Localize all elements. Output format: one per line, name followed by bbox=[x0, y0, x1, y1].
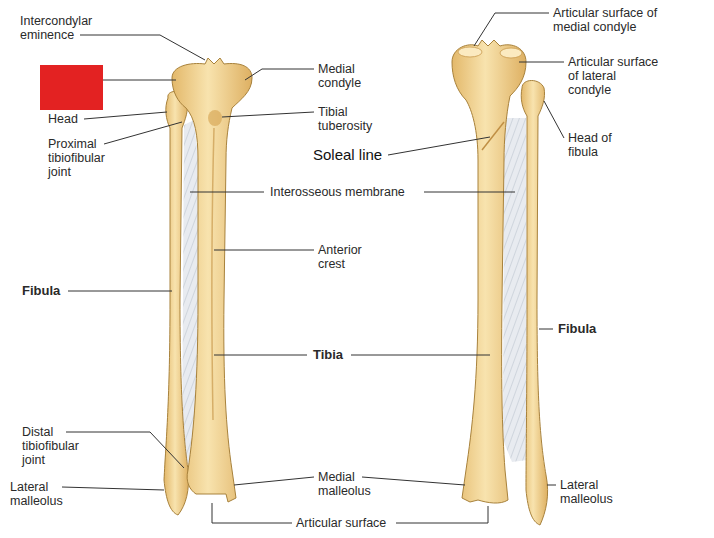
part-label: Articular surface of medial condyle bbox=[553, 6, 665, 34]
tibial-tuberosity-shape bbox=[208, 110, 222, 126]
leader-line bbox=[351, 355, 490, 356]
part-label: Tibia bbox=[313, 348, 343, 362]
leader-line bbox=[66, 432, 184, 468]
leader-line bbox=[474, 13, 549, 46]
fibula-bone bbox=[521, 81, 547, 526]
part-label: Head of fibula bbox=[568, 131, 626, 159]
leader-line bbox=[388, 137, 490, 155]
part-label: Lateral malleolus bbox=[10, 480, 70, 508]
leader-line bbox=[539, 329, 553, 330]
leader-line bbox=[214, 355, 307, 356]
articular-surface-shape bbox=[458, 47, 482, 57]
part-label: Head bbox=[48, 112, 78, 126]
leader-line bbox=[214, 250, 314, 251]
redaction-box bbox=[40, 65, 103, 110]
leader-line bbox=[212, 503, 292, 523]
part-label: Medial malleolus bbox=[318, 470, 378, 498]
leader-line bbox=[245, 69, 314, 80]
leader-line bbox=[190, 192, 264, 193]
leader-line bbox=[68, 291, 172, 292]
part-label: Fibula bbox=[22, 284, 60, 298]
part-label: Lateral malleolus bbox=[560, 478, 620, 506]
fibula-bone bbox=[164, 92, 189, 516]
part-label: Soleal line bbox=[313, 146, 382, 163]
part-label: Articular surface bbox=[296, 516, 386, 530]
leader-line bbox=[424, 192, 515, 193]
tibia-bone bbox=[172, 58, 252, 502]
part-label: Articular surface of lateral condyle bbox=[568, 55, 660, 97]
part-label: Fibula bbox=[558, 322, 596, 336]
leader-line bbox=[362, 477, 465, 485]
leader-line bbox=[222, 112, 314, 117]
part-label: Intercondylar eminence bbox=[20, 14, 120, 42]
part-label: Medial condyle bbox=[318, 62, 373, 90]
leader-line bbox=[544, 101, 564, 138]
leader-line bbox=[519, 62, 564, 63]
leader-line bbox=[84, 112, 167, 119]
leader-line bbox=[62, 487, 164, 490]
part-label: Interosseous membrane bbox=[270, 185, 405, 199]
leader-line bbox=[547, 485, 556, 486]
leader-line bbox=[396, 506, 488, 523]
part-label: Tibial tuberosity bbox=[318, 105, 380, 133]
leader-line bbox=[103, 80, 176, 81]
interosseous-membrane bbox=[503, 118, 527, 462]
part-label: Distal tibiofibular joint bbox=[22, 425, 94, 467]
leader-line bbox=[80, 35, 205, 60]
tibia-bone bbox=[452, 40, 526, 503]
part-label: Anterior crest bbox=[318, 243, 373, 271]
articular-surface-shape bbox=[500, 48, 522, 58]
anterior-crest-shape bbox=[212, 128, 214, 420]
leader-line bbox=[234, 477, 314, 485]
leader-line bbox=[104, 122, 182, 144]
part-label: Proximal tibiofibular joint bbox=[48, 137, 120, 179]
soleal-line-shape bbox=[482, 122, 504, 150]
